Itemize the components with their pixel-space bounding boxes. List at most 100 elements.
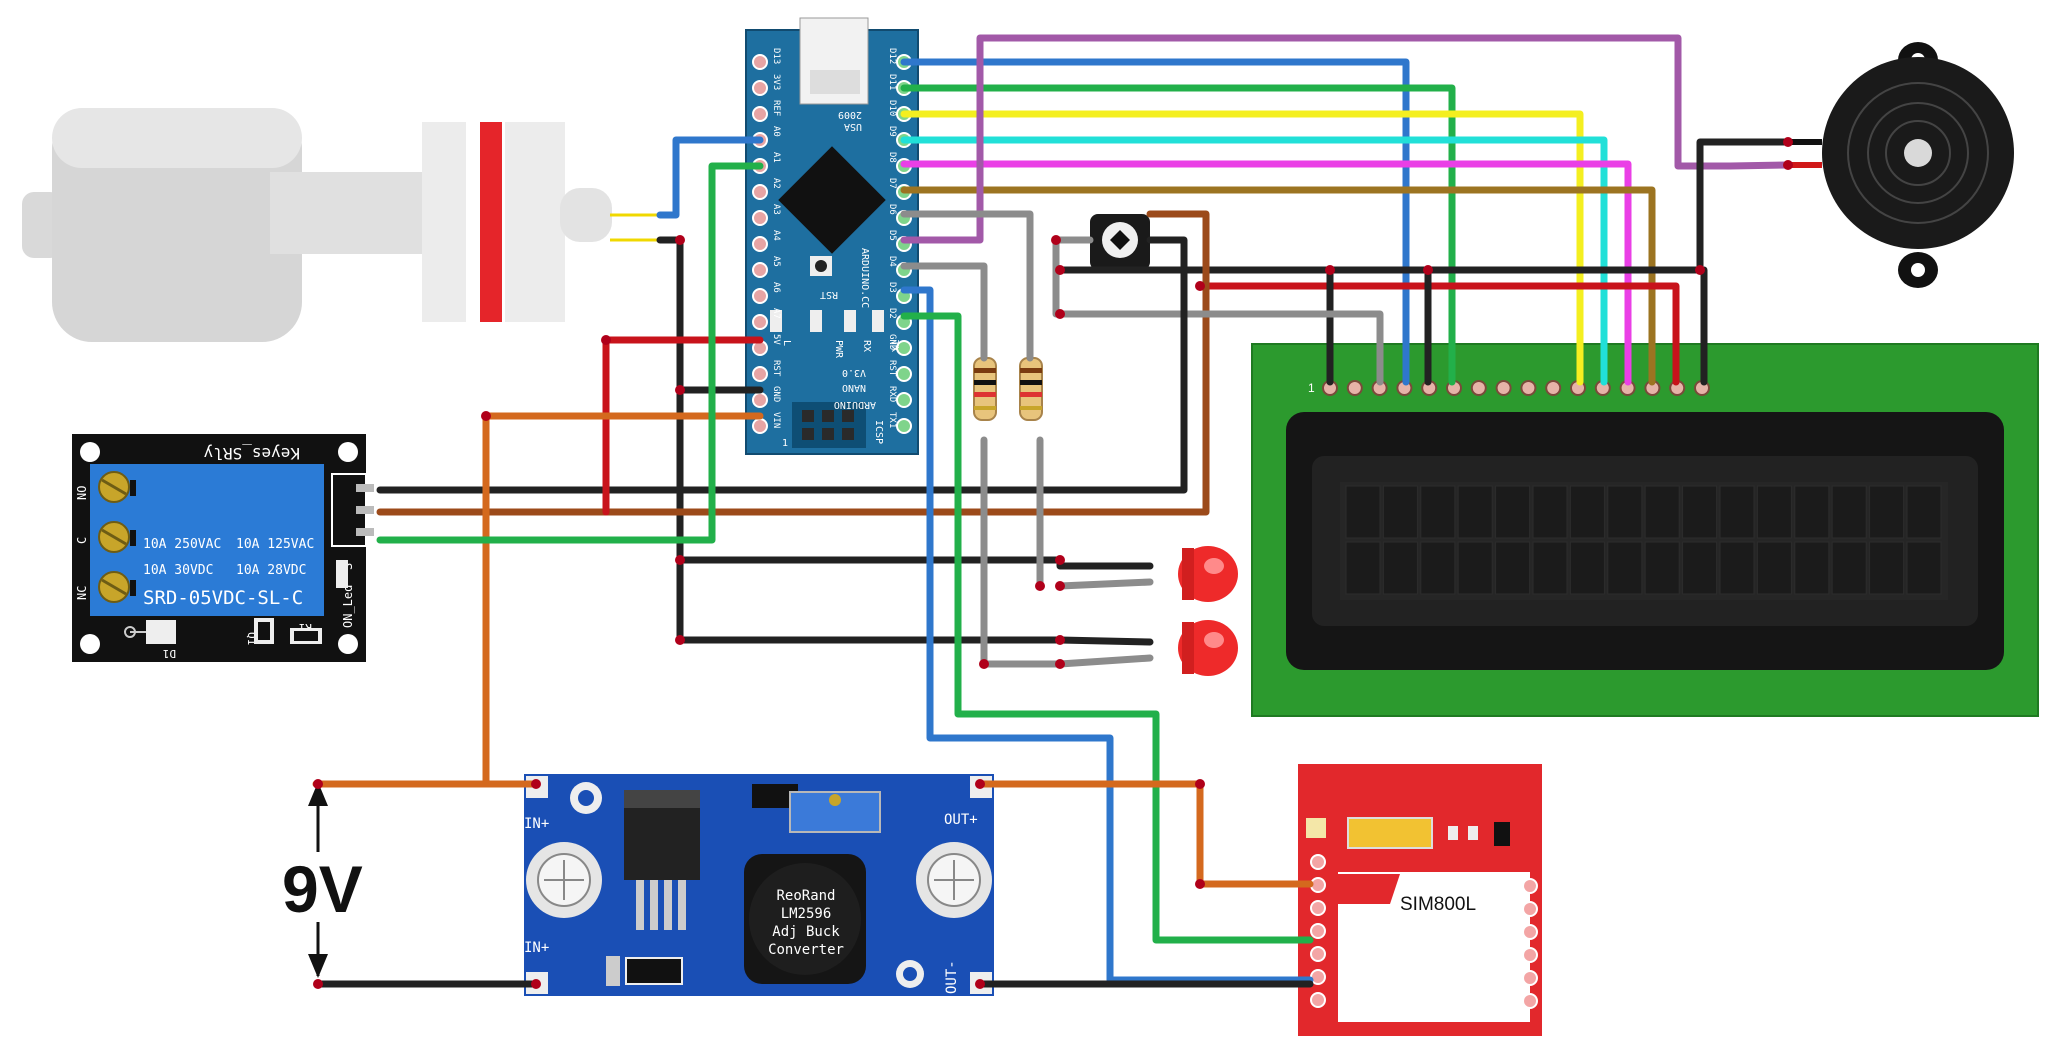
relay-rating4: 10A 28VDC xyxy=(236,563,306,578)
relay-rating3: 10A 30VDC xyxy=(143,563,213,578)
nano-year: 2009 xyxy=(838,109,862,120)
junction-dot xyxy=(975,779,985,789)
lcd-char-cell xyxy=(1457,541,1493,595)
relay-d1: D1 xyxy=(163,647,176,660)
buck-chip-line3: Adj Buck xyxy=(772,924,840,940)
led-top xyxy=(1178,546,1238,602)
junction-dot xyxy=(1195,879,1205,889)
nano-right-pin-label: D5 xyxy=(887,230,897,241)
lcd-char-cell xyxy=(1831,541,1867,595)
nano-left-pin-label: D13 xyxy=(771,48,781,64)
icsp-pin xyxy=(822,428,834,440)
nano-left-pin xyxy=(752,314,768,330)
nano-right-pin-label: RXD xyxy=(887,386,897,402)
lcd-char-cell xyxy=(1457,485,1493,539)
nano-left-pin xyxy=(752,392,768,408)
nano-right-pin-label: D3 xyxy=(887,282,897,293)
sim-right-pad xyxy=(1522,993,1538,1009)
nano-right-pin-label: D4 xyxy=(887,256,897,267)
buck-out-plus: OUT+ xyxy=(944,812,978,828)
lcd-char-cell xyxy=(1607,485,1643,539)
junction-dot xyxy=(1783,160,1793,170)
junction-dot xyxy=(531,779,541,789)
sim-left-pad xyxy=(1310,969,1326,985)
lcd-char-cell xyxy=(1532,541,1568,595)
relay-terminal-nc: NC xyxy=(75,586,89,600)
sim-right-pad xyxy=(1522,947,1538,963)
buzzer xyxy=(1788,42,2014,288)
buck-chip-line4: Converter xyxy=(768,942,844,958)
sim-right-pad xyxy=(1522,878,1538,894)
nano-right-pin-label: D9 xyxy=(887,126,897,137)
buck-in-plus-top: IN+ xyxy=(524,816,549,832)
nano-right-pin-label: D11 xyxy=(887,74,897,90)
nano-l: L xyxy=(781,340,792,346)
junction-dot xyxy=(1055,659,1065,669)
lcd-char-cell xyxy=(1644,541,1680,595)
junction-dot xyxy=(1783,137,1793,147)
sim-left-pad xyxy=(1310,854,1326,870)
nano-left-pin-label: GND xyxy=(771,386,781,402)
potentiometer xyxy=(1090,214,1150,270)
nano-left-pin-label: A4 xyxy=(771,230,781,241)
nano-left-pin-label: A3 xyxy=(771,204,781,215)
lcd-char-cell xyxy=(1719,485,1755,539)
junction-dot xyxy=(1325,265,1335,275)
sim-right-pad xyxy=(1522,901,1538,917)
buck-in-plus-bottom: IN+ xyxy=(524,940,549,956)
lcd-char-cell xyxy=(1794,485,1830,539)
junction-dot xyxy=(1055,635,1065,645)
nano-rst: RST xyxy=(820,289,838,300)
junction-dot xyxy=(1055,265,1065,275)
lcd-char-cell xyxy=(1756,485,1792,539)
buck-chip-line1: ReoRand xyxy=(776,888,835,904)
nano-right-pin xyxy=(896,418,912,434)
supply-voltage-label: 9V xyxy=(282,852,363,926)
lcd-char-cell xyxy=(1345,485,1381,539)
nano-left-pin xyxy=(752,184,768,200)
nano-right-pin xyxy=(896,392,912,408)
sim-left-pad xyxy=(1310,992,1326,1008)
wire-junctions xyxy=(313,137,1793,989)
nano-version: V3.0 xyxy=(842,367,866,378)
relay-module: Keyes_SRly 10A 250VAC 10A 125VAC 10A 30V… xyxy=(72,434,374,662)
lcd-pin xyxy=(1520,380,1537,396)
relay-terminal-no: NO xyxy=(75,486,89,500)
lcd-char-cell xyxy=(1906,485,1942,539)
lcd-char-cell xyxy=(1345,541,1381,595)
icsp-pin xyxy=(822,410,834,422)
nano-left-pin-label: RST xyxy=(771,360,781,377)
nano-right-pin-label: TX1 xyxy=(887,412,897,428)
junction-dot xyxy=(1055,581,1065,591)
nano-right-pin-label: D6 xyxy=(887,204,897,215)
nano-tx: TX xyxy=(889,340,900,352)
nano-one: 1 xyxy=(782,438,788,449)
nano-left-pin xyxy=(752,54,768,70)
nano-left-pin-label: VIN xyxy=(771,412,781,428)
lcd-char-cell xyxy=(1682,541,1718,595)
nano-icsp: ICSP xyxy=(873,420,884,444)
nano-left-pin xyxy=(752,236,768,252)
lcd-pin1-label: 1 xyxy=(1308,381,1315,395)
junction-dot xyxy=(313,979,323,989)
lcd-char-cell xyxy=(1869,485,1905,539)
nano-right-pin-label: RST xyxy=(887,360,897,377)
resistor-left xyxy=(973,357,997,421)
float-sensor xyxy=(22,108,660,342)
junction-dot xyxy=(675,385,685,395)
lcd-module: 1 xyxy=(1251,343,2039,717)
nano-right-pin-label: D12 xyxy=(887,48,897,64)
junction-dot xyxy=(975,979,985,989)
junction-dot xyxy=(313,779,323,789)
relay-rating2: 10A 125VAC xyxy=(236,537,314,552)
nano-left-pin-label: A7 xyxy=(771,308,781,319)
nano-left-pin xyxy=(752,418,768,434)
junction-dot xyxy=(531,979,541,989)
nano-model: NANO xyxy=(842,382,866,393)
led-bottom xyxy=(1178,620,1238,676)
lcd-char-cell xyxy=(1682,485,1718,539)
nano-right-pin-label: GND xyxy=(887,334,897,350)
icsp-pin xyxy=(842,428,854,440)
junction-dot xyxy=(675,555,685,565)
